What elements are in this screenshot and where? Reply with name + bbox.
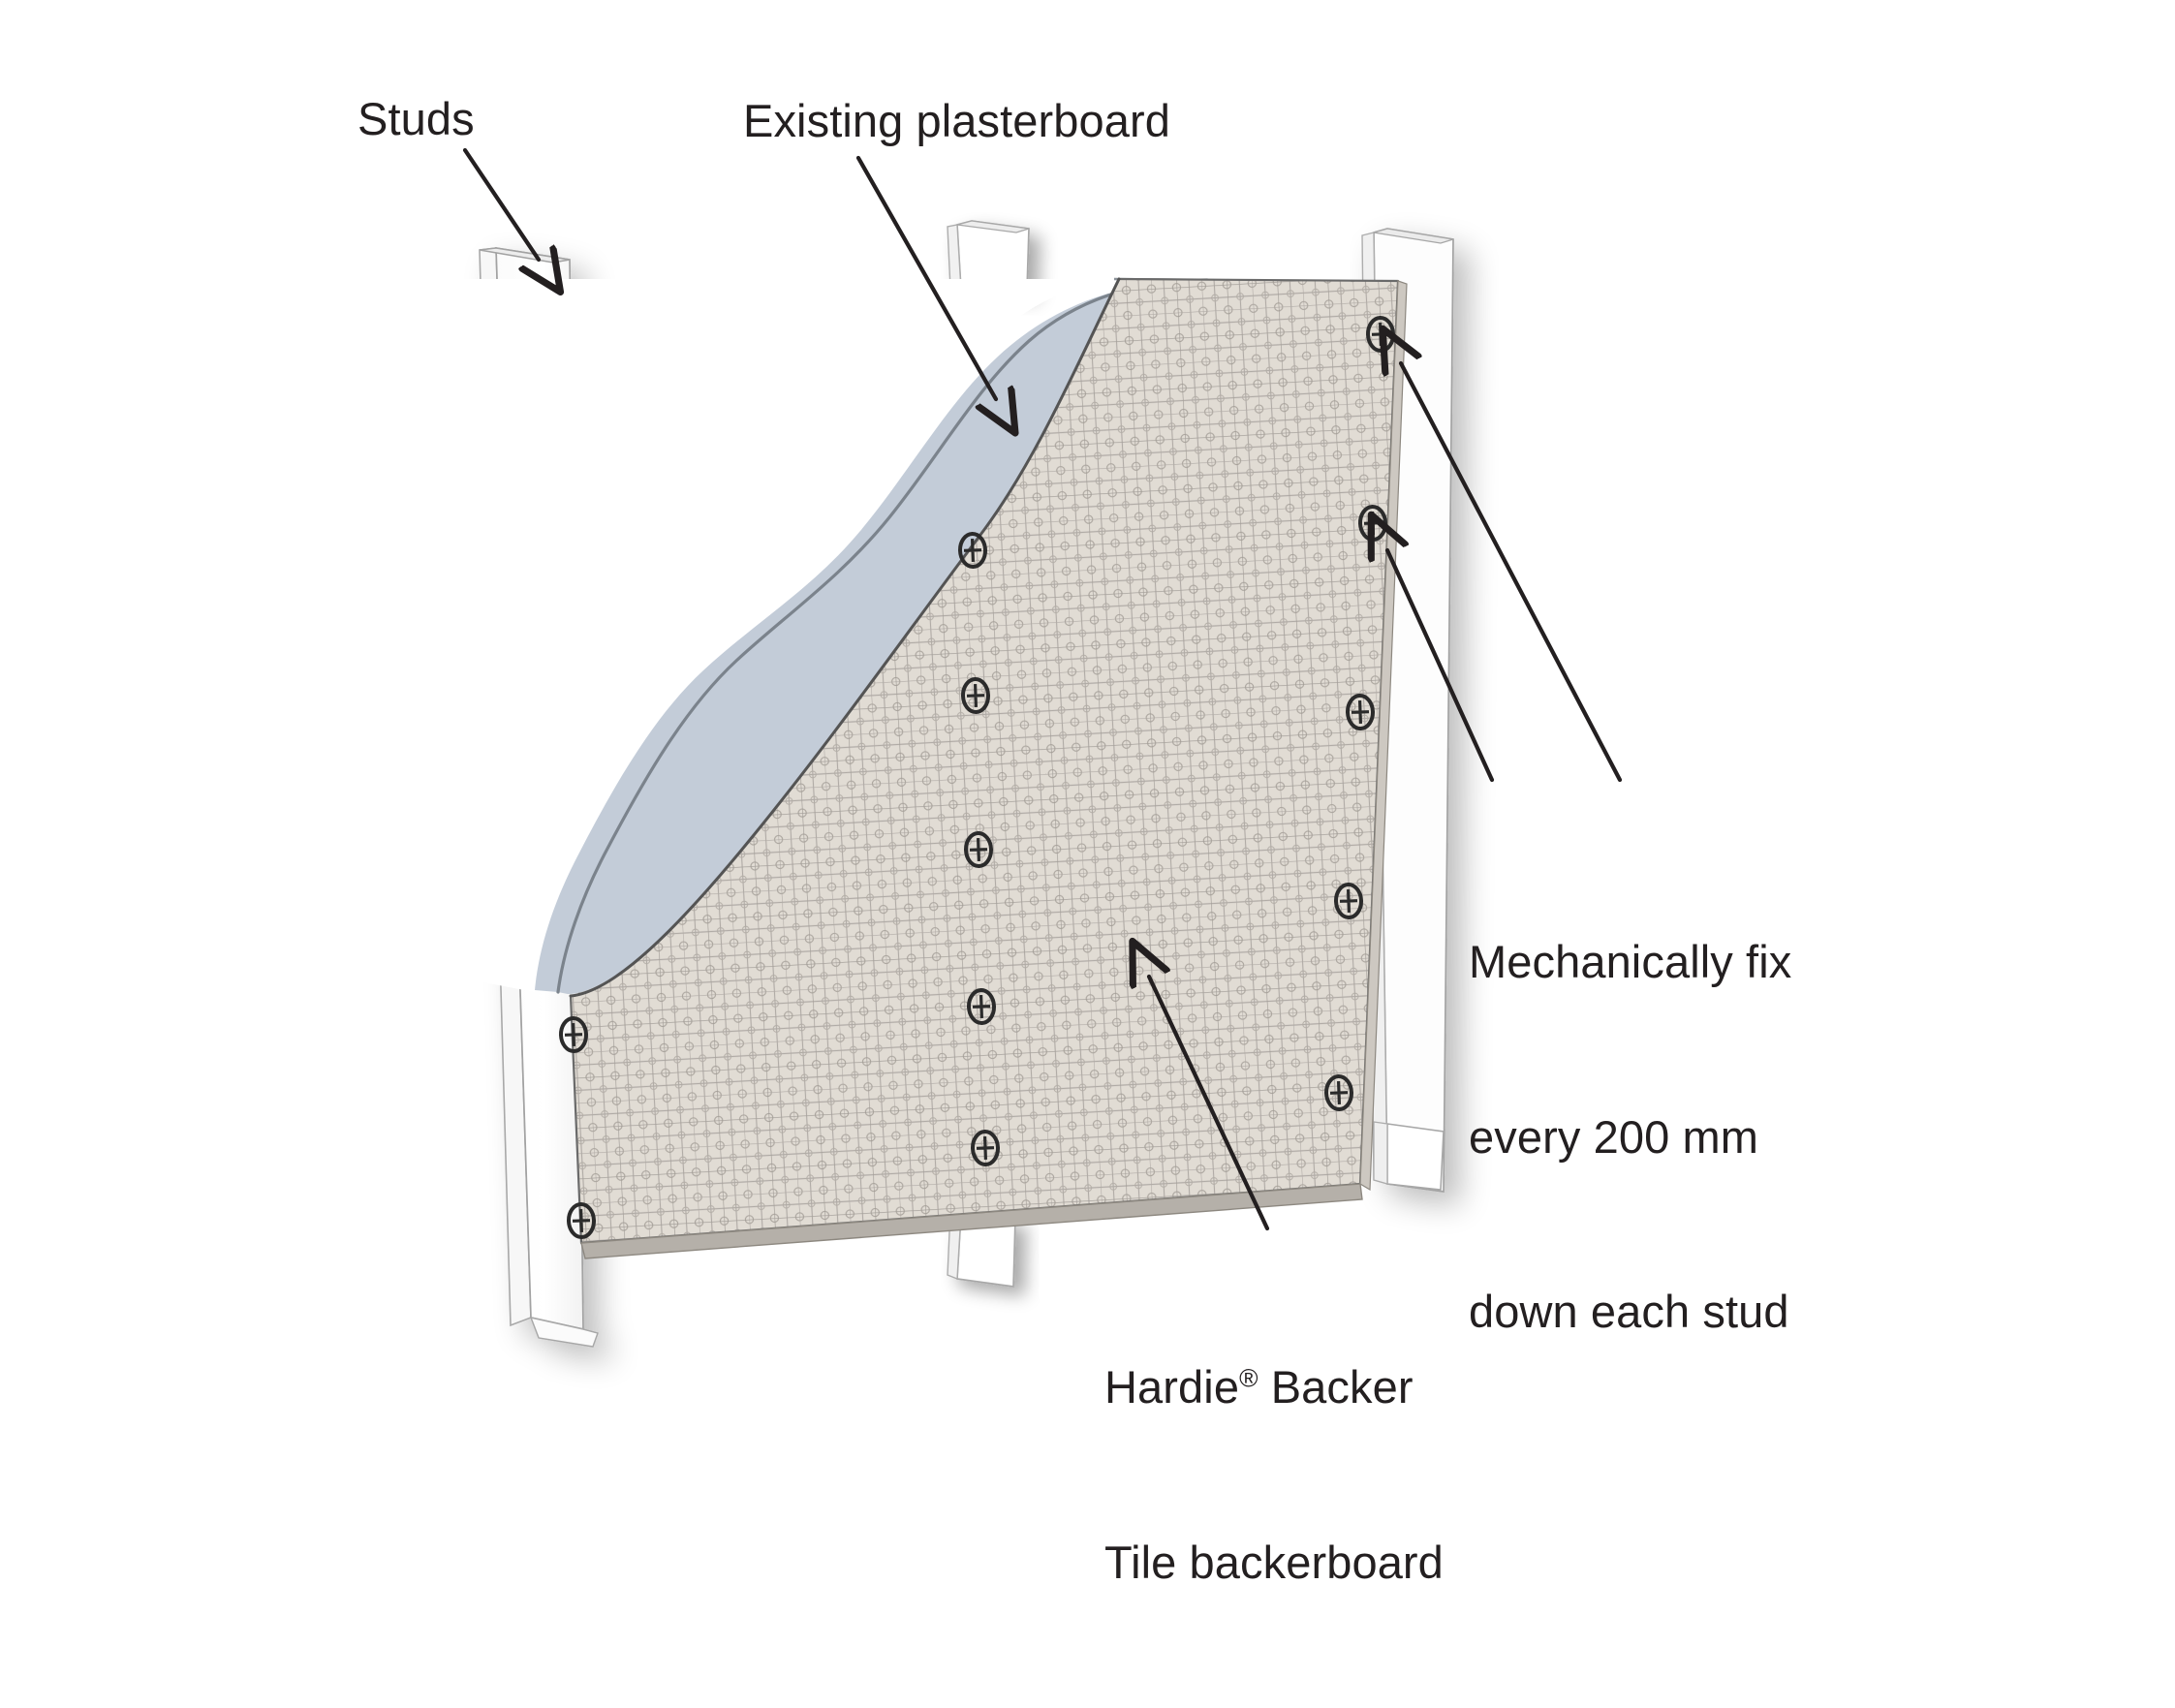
screw-fixing <box>1323 1074 1354 1111</box>
registered-trademark-icon: ® <box>1239 1363 1258 1393</box>
screw-fixing <box>1333 883 1364 919</box>
label-mechanical-fix-line2: every 200 mm <box>1469 1110 1758 1163</box>
screw-fixing <box>558 1016 589 1053</box>
screw-fixing <box>966 988 997 1025</box>
stud-centre-top <box>947 220 1030 292</box>
label-mechanical-fix: Mechanically fix every 200 mm down each … <box>1469 817 1791 1458</box>
screw-fixing <box>963 831 994 868</box>
leader-mechfix-lower <box>1387 550 1495 783</box>
wall-assembly-illustration <box>462 147 1623 1348</box>
label-hardie-brand: Hardie <box>1104 1361 1240 1413</box>
label-hardie-product: Backer <box>1258 1361 1414 1413</box>
diagram-canvas: Studs Existing plasterboard Mechanically… <box>357 93 1792 1588</box>
label-mechanical-fix-line3: down each stud <box>1469 1286 1789 1338</box>
hardie-backer-board <box>569 277 1408 1259</box>
screw-fixing <box>960 677 991 714</box>
screw-fixing <box>970 1130 1001 1166</box>
label-hardie-line2: Tile backerboard <box>1104 1536 1444 1588</box>
leader-lines-group <box>462 147 1623 1231</box>
screw-fixing <box>566 1202 597 1239</box>
leader-plasterboard <box>855 155 996 399</box>
leader-mechfix-upper <box>1401 363 1623 783</box>
label-hardie-line1: Hardie® Backer <box>1104 1358 1444 1416</box>
label-hardie-backer: Hardie® Backer Tile backerboard <box>1104 1242 1444 1708</box>
screw-fixing <box>957 532 988 569</box>
leader-hardie <box>1149 977 1270 1231</box>
screw-fixing <box>1345 694 1376 730</box>
leader-studs <box>462 147 539 260</box>
label-studs: Studs <box>357 93 475 144</box>
label-existing-plasterboard: Existing plasterboard <box>743 95 1171 146</box>
label-mechanical-fix-line1: Mechanically fix <box>1469 936 1792 988</box>
